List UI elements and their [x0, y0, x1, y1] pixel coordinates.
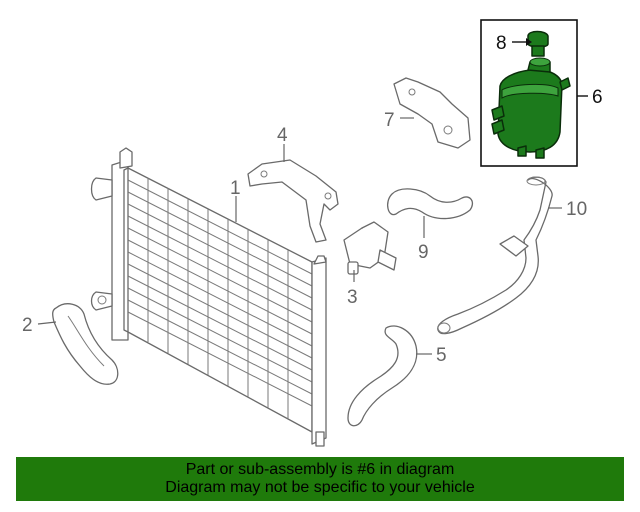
callout-5: 5 — [436, 345, 447, 366]
coolant-reservoir-box — [480, 19, 588, 167]
callout-2: 2 — [22, 315, 33, 336]
radiator[interactable] — [90, 147, 327, 447]
parts-diagram: 1 2 3 4 5 6 7 8 9 10 — [22, 19, 603, 447]
bypass-hose[interactable] — [347, 325, 432, 427]
lower-radiator-hose[interactable] — [37, 303, 119, 385]
callout-3: 3 — [347, 287, 358, 308]
banner-line-1: Part or sub-assembly is #6 in diagram — [185, 461, 455, 478]
water-pump[interactable] — [343, 221, 397, 282]
callout-7: 7 — [384, 110, 395, 131]
callout-9: 9 — [418, 242, 429, 263]
info-banner: Part or sub-assembly is #6 in diagram Di… — [16, 457, 624, 501]
coolant-reservoir[interactable] — [491, 57, 571, 159]
callout-4: 4 — [277, 125, 288, 146]
reservoir-bracket[interactable] — [247, 144, 339, 243]
reservoir-cap[interactable] — [512, 30, 549, 57]
callout-10: 10 — [566, 199, 587, 220]
mounting-bracket[interactable] — [393, 77, 471, 149]
callout-6: 6 — [592, 87, 603, 108]
callout-8: 8 — [496, 33, 507, 54]
callout-1: 1 — [230, 178, 241, 199]
reservoir-hose[interactable] — [386, 188, 474, 238]
banner-line-2: Diagram may not be specific to your vehi… — [165, 479, 475, 496]
upper-radiator-hose[interactable] — [437, 176, 562, 335]
